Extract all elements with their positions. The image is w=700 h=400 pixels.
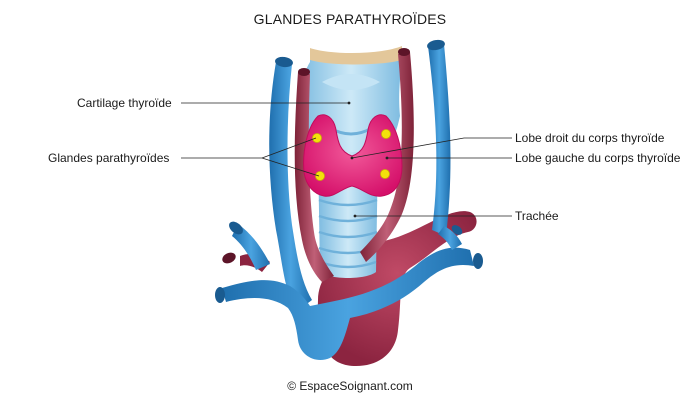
label-cartilage-thyroide: Cartilage thyroïde — [77, 96, 172, 110]
label-lobe-droit: Lobe droit du corps thyroïde — [515, 131, 665, 145]
leader-dots — [347, 101, 389, 218]
right-jugular-vein — [427, 39, 451, 236]
thyroid-gland — [303, 114, 403, 197]
parathyroid-glands — [312, 129, 391, 181]
right-carotid-artery — [360, 48, 414, 262]
leader-lines — [181, 102, 512, 217]
parathyroid-upper-left — [312, 133, 322, 143]
leader-line-lobe-droit — [351, 137, 512, 159]
brachiocephalic-veins — [215, 221, 483, 360]
left-jugular-vein — [269, 56, 312, 312]
leader-line-glandes-upper — [261, 137, 317, 159]
left-carotid-artery — [294, 68, 334, 282]
parathyroid-lower-left — [315, 171, 325, 181]
leader-line-glandes-lower — [261, 157, 320, 177]
parathyroid-lower-right — [380, 169, 390, 179]
parathyroid-upper-right — [381, 129, 391, 139]
label-lobe-gauche: Lobe gauche du corps thyroïde — [515, 151, 681, 165]
label-glandes-parathyroides: Glandes parathyroïdes — [48, 151, 170, 165]
copyright-credit: © EspaceSoignant.com — [287, 379, 413, 393]
diagram-title: GLANDES PARATHYROÏDES — [253, 11, 447, 27]
label-trachee: Trachée — [515, 209, 559, 223]
